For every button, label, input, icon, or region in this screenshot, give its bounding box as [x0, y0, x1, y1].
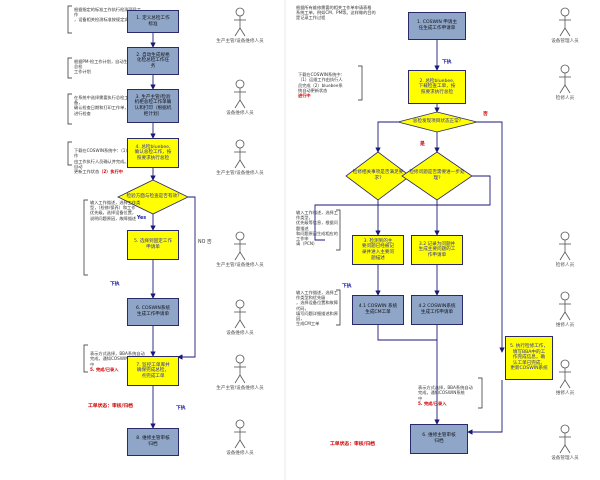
- role-left-5: 设备维修人员: [226, 331, 254, 336]
- note-right-2: 下载在COSWIN系统中： （1）运维工作由执行人 员完成（2）bluebee系…: [298, 67, 358, 98]
- right-yes-label: 是: [420, 142, 425, 147]
- role-left-7: 设备维修人员: [226, 451, 254, 456]
- right-tag-1: 下执: [442, 60, 452, 65]
- role-right-6: 设备管理人员: [551, 456, 579, 461]
- left-step-4: 4. 总检bluebee, 确认总检工作，按 照要求执行总检: [127, 138, 179, 168]
- role-right-3: 检修人员: [555, 263, 575, 268]
- left-tag-2: 下执: [176, 406, 186, 411]
- note-right-2-status: 进行中: [298, 93, 311, 99]
- note-left-6-status: 5. 完成/已录入: [90, 366, 119, 372]
- left-yes-label: Yes: [137, 216, 147, 221]
- role-right-4: 维修人员: [555, 323, 575, 328]
- note-right-4: 输入工作描述，选择工作类型和优先级 ，选择设备位置和故障代码， 填写问题详细描述…: [296, 290, 338, 327]
- note-left-4-text: 下载在COSWIN系统中：（1）运维工作 由工作执行人员确认并完成。BBA系统自…: [74, 148, 146, 175]
- right-decision-a: 检修相关事项是否满足要求?: [352, 170, 404, 181]
- note-right-3: 输入工作描述，选择工作类型， 优先级等信息，根据问题描述 和问题原因生成相应的工…: [296, 210, 338, 247]
- right-step-3-2: 3.2 记录为问题并 生成主要问题的工 作申请单: [411, 235, 463, 265]
- role-left-1: 生产主管/设备维修人员: [216, 39, 264, 44]
- right-tag-2: 下执: [342, 284, 352, 289]
- right-decision-b: 检修问题是否需要进一步处理?: [409, 170, 465, 181]
- left-step-8: 8. 维修主管审核 归档: [127, 428, 179, 456]
- left-step-7: 7. 监控工单库并 确保完成总检， 点完成工单: [127, 356, 179, 386]
- note-left-6-text: 表示方式选择，BBA系统自动 完成，通知COSWIN系统 中: [90, 351, 145, 367]
- right-no-label: 否: [483, 112, 488, 117]
- role-right-1: 设备管理人员: [551, 39, 579, 44]
- note-left-2: 根据PM-检工作计划，自动生成检查总检 工作计划: [74, 59, 141, 75]
- note-right-2-text: 下载在COSWIN系统中： （1）运维工作由执行人 员完成（2）bluebee系…: [298, 72, 345, 93]
- left-decision: 检验方面与检查是否有效?: [126, 194, 180, 200]
- left-step-1: 1. 定义总检工作 标准: [127, 10, 179, 33]
- note-left-3: 在系统中选择需要执行总检工作的设备， 确认检查日期和打印工作单，安排人员 进行检…: [74, 95, 146, 116]
- role-right-2: 检修人员: [555, 96, 575, 101]
- left-step-2: 2. 自动生成规格 化检总检工作任 务: [127, 47, 179, 75]
- left-no-label: NO 否: [198, 240, 212, 245]
- right-step-4-1: 4.1 COSWIN 系统 生成CM工单: [352, 295, 404, 325]
- note-left-4-status: （2）执行中: [99, 169, 123, 175]
- right-step-2: 2. 总检bluebee, 下载检查工单，按 照要求执行总检: [408, 70, 466, 104]
- right-step-6: 6. 维修主管审核 归档: [410, 424, 468, 454]
- right-step-3-1: 3. 检测到的主 要问题已经被记 录并进入主要问 题描述: [352, 235, 404, 265]
- role-left-6: 生产主管/设备维修人员: [216, 386, 264, 391]
- right-step-1: 1. COSWIN 申请主 任生成工作申请单: [408, 12, 466, 40]
- note-right-5-text: 表示方式选择，BBA系统自动 完成，通知COSWIN系统 中: [418, 385, 473, 401]
- left-step-6: 6. COSWIN系统 生成工作申请单: [127, 298, 179, 326]
- note-left-4: 下载在COSWIN系统中：（1）运维工作 由工作执行人员确认并完成。BBA系统自…: [74, 143, 146, 174]
- note-right-top: 根据所有维修需要的相关工作单申请表格 系统工单，例如CM、PM等。这样做的目的 …: [296, 5, 376, 21]
- role-left-3: 生产主管/设备维修人员: [216, 171, 264, 176]
- note-right-5-status: 5. 完成/已录入: [418, 400, 447, 406]
- right-status: 工单状态：审核/归档: [330, 442, 375, 447]
- role-right-5: 维修人员: [555, 391, 575, 396]
- right-step-5: 5. 执行检修工作， 填写BBA中的工 作完成信息，确 认工单已完成， 更新CO…: [505, 336, 553, 380]
- note-left-1: 根据指定的标准工作执行检测项目工作 ，设备相关检测标准按规定实施: [74, 7, 142, 23]
- left-step-3: 3. 生产主管/检验 机柜总检工作单确 认和打印（根据机 柜计划）: [127, 89, 179, 123]
- note-left-5: 输入工作描述，选择工作类 型，（检修/保养）和工作 优先级。选择设备位置， 说明…: [90, 200, 141, 221]
- right-decision-main: 总检发现项目状态正常?: [412, 119, 462, 125]
- left-status: 工单状态：审核/归档: [88, 404, 133, 409]
- role-left-2: 设备维修人员: [226, 111, 254, 116]
- right-step-4-2: 4.2 COSWIN系统 生成工作申请单: [411, 295, 463, 325]
- role-left-4: 生产主管/设备维修人员: [216, 263, 264, 268]
- left-step-5: 5. 选择到固定工作 申请单: [127, 230, 179, 260]
- left-tag-1: 下执: [110, 282, 120, 287]
